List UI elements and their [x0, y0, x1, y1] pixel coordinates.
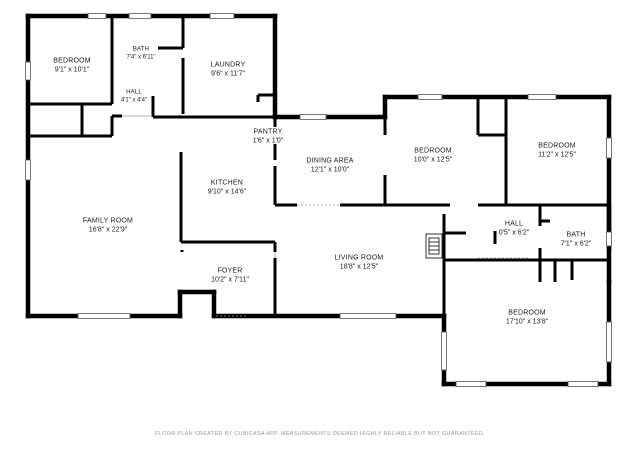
room-bedroom-master: BEDROOM 17'10" x 13'8" [506, 309, 548, 327]
room-dims: 7'4" x 6'11" [126, 54, 156, 60]
room-name: LIVING ROOM [334, 254, 384, 262]
fireplace-icon [425, 233, 443, 259]
room-hall-north: HALL 4'1" x 4'4" [121, 90, 147, 105]
disclaimer-footer: FLOOR PLAN CREATED BY CUBICASA APP. MEAS… [155, 431, 485, 437]
room-dims: 11'2" x 12'5" [538, 151, 576, 158]
room-pantry: PANTRY 1'6" x 1'0" [253, 128, 284, 146]
room-dims: 17'10" x 13'8" [505, 318, 549, 325]
room-dims: 4'1" x 4'4" [120, 97, 148, 103]
room-bath-east: BATH 7'1" x 6'2" [561, 231, 592, 249]
room-dims: 9'6" x 11'7" [211, 70, 245, 77]
windows [25, 13, 612, 387]
room-dining-area: DINING AREA 12'1" x 10'0" [306, 157, 353, 175]
room-name: LAUNDRY [210, 61, 246, 69]
room-dims: 9'10" x 14'6" [207, 188, 247, 195]
room-family-room: FAMILY ROOM 16'8" x 22'9" [83, 217, 133, 235]
room-name: HALL [504, 220, 524, 228]
room-dims: 16'8" x 22'9" [88, 226, 128, 233]
room-bedroom-nw: BEDROOM 9'1" x 10'1" [53, 57, 91, 75]
room-dims: 1'6" x 1'0" [252, 137, 284, 144]
room-laundry: LAUNDRY 9'6" x 11'7" [211, 61, 246, 79]
room-foyer: FOYER 10'2" x 7'11" [211, 267, 249, 285]
room-name: BEDROOM [53, 57, 91, 65]
room-name: PANTRY [253, 128, 283, 136]
room-hall-east: HALL 0'5" x 6'2" [499, 220, 530, 238]
room-kitchen: KITCHEN 9'10" x 14'6" [208, 179, 246, 197]
room-dims: 7'1" x 6'2" [560, 240, 592, 247]
room-bedroom-center: BEDROOM 10'0" x 12'5" [414, 147, 452, 165]
room-name: FOYER [217, 267, 243, 275]
room-dims: 18'8" x 12'5" [339, 263, 379, 270]
room-name: BATH [566, 231, 586, 239]
room-dims: 12'1" x 10'0" [310, 166, 350, 173]
room-living-room: LIVING ROOM 18'8" x 12'5" [335, 254, 384, 272]
room-dims: 0'5" x 6'2" [498, 229, 530, 236]
room-name: BEDROOM [414, 147, 452, 155]
room-dims: 10'0" x 12'5" [413, 156, 453, 163]
room-name: KITCHEN [210, 179, 244, 187]
exterior-walls [25, 13, 612, 387]
room-name: DINING AREA [306, 157, 354, 165]
room-bath-north: BATH 7'4" x 6'11" [126, 47, 155, 62]
room-bedroom-ne: BEDROOM 11'2" x 12'5" [538, 142, 576, 160]
room-name: BATH [132, 46, 150, 53]
room-name: BEDROOM [538, 142, 576, 150]
room-name: HALL [126, 89, 142, 96]
room-dims: 9'1" x 10'1" [54, 66, 90, 73]
interior-walls [28, 16, 609, 316]
door-marks [122, 115, 530, 317]
room-name: FAMILY ROOM [82, 217, 134, 225]
room-dims: 10'2" x 7'11" [211, 276, 249, 283]
room-name: BEDROOM [508, 309, 546, 317]
